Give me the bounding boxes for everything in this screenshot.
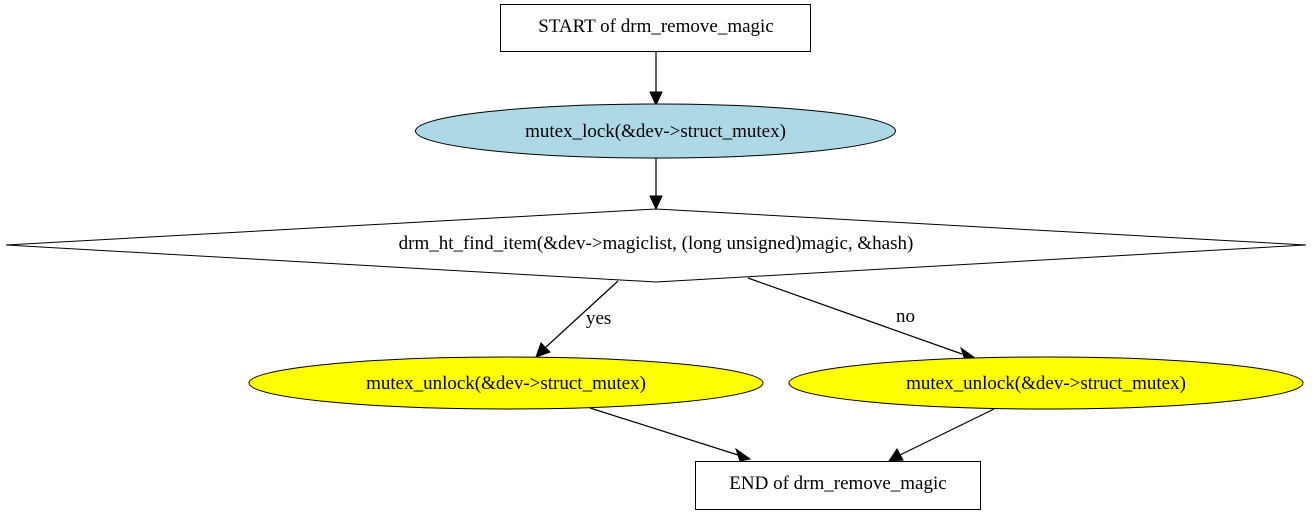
edge-unlock-yes-to-end	[589, 407, 752, 462]
arrow-head	[649, 91, 663, 107]
find-item-diamond	[5, 208, 1307, 283]
mutex-lock-label: mutex_lock(&dev->struct_mutex)	[525, 121, 786, 142]
node-find-item-decision: drm_ht_find_item(&dev->magiclist, (long …	[5, 208, 1307, 283]
end-box	[695, 461, 981, 510]
arrow-head	[649, 195, 663, 211]
edge-unlock-no-to-end	[888, 408, 995, 462]
edge-label-yes: yes	[586, 308, 611, 329]
arrow-head	[888, 448, 904, 462]
node-mutex-lock: mutex_lock(&dev->struct_mutex)	[415, 103, 896, 159]
edge-lock-to-find	[649, 158, 663, 211]
find-item-label: drm_ht_find_item(&dev->magiclist, (long …	[399, 233, 914, 254]
end-label: END of drm_remove_magic	[729, 473, 946, 494]
node-mutex-unlock-yes: mutex_unlock(&dev->struct_mutex)	[248, 356, 764, 410]
mutex-unlock-yes-label: mutex_unlock(&dev->struct_mutex)	[366, 373, 646, 394]
node-end: END of drm_remove_magic	[695, 461, 981, 510]
node-mutex-unlock-no: mutex_unlock(&dev->struct_mutex)	[788, 356, 1304, 410]
edge-start-to-lock	[649, 52, 663, 107]
mutex-unlock-yes-ellipse	[248, 356, 764, 410]
edge-find-to-unlock-yes: yes	[535, 280, 619, 358]
start-label: START of drm_remove_magic	[538, 16, 774, 37]
mutex-unlock-no-label: mutex_unlock(&dev->struct_mutex)	[906, 373, 1186, 394]
edge-find-to-unlock-no: no	[747, 277, 977, 361]
mutex-lock-ellipse	[415, 103, 896, 159]
start-box	[500, 4, 811, 52]
arrow-head	[535, 342, 551, 358]
edge-label-no: no	[896, 306, 915, 327]
node-start: START of drm_remove_magic	[500, 4, 811, 52]
mutex-unlock-no-ellipse	[788, 356, 1304, 410]
arrow-head	[735, 447, 752, 462]
